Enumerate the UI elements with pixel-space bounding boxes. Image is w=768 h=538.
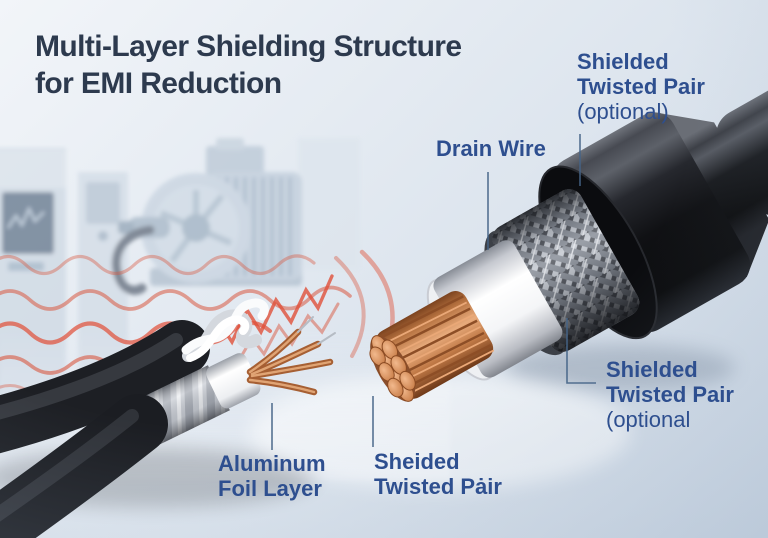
leader-lines xyxy=(271,134,596,450)
stp-right-leader xyxy=(566,318,596,384)
stp-top-line-3: (optional) xyxy=(577,99,669,124)
stp-top-line-1: Shielded xyxy=(577,49,669,74)
title-line-2: for EMI Reduction xyxy=(35,67,282,100)
aluminum-foil-line-2: Foil Layer xyxy=(218,476,322,501)
callout-drain-wire: Drain Wire xyxy=(436,136,546,161)
stp-right-line-2: Twisted Pair xyxy=(606,382,734,407)
stp-top-line-2: Twisted Pair xyxy=(577,74,705,99)
title-line-1: Multi-Layer Shielding Structure xyxy=(35,30,462,63)
stp-bottom-line-1: Sheided xyxy=(374,449,460,474)
callout-aluminum-foil: Aluminum Foil Layer xyxy=(218,451,326,501)
stp-right-line-1: Shielded xyxy=(606,357,698,382)
callout-shielded-twisted-pair-bottom: Sheided Twisted Pȧir xyxy=(374,449,502,499)
callout-shielded-twisted-pair-right: Shielded Twisted Pair (optional xyxy=(606,357,734,432)
drain-wire-label: Drain Wire xyxy=(436,136,546,161)
callout-shielded-twisted-pair-top: Shielded Twisted Pair (optional) xyxy=(577,49,705,124)
stp-right-line-3: (optional xyxy=(606,407,691,432)
stp-bottom-line-2: Twisted Pȧir xyxy=(374,474,502,499)
aluminum-foil-line-1: Aluminum xyxy=(218,451,326,476)
page-title: Multi-Layer Shielding Structure for EMI … xyxy=(35,28,462,102)
